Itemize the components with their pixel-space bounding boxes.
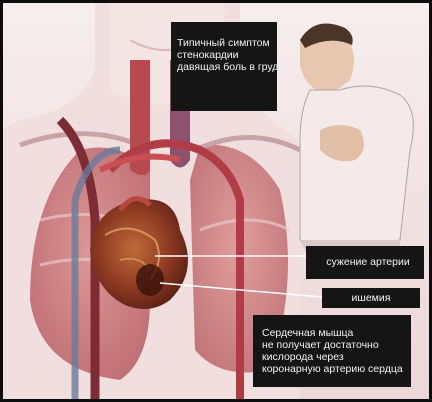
heart-muscle-label: Сердечная мышца не получает достаточно к… xyxy=(253,315,411,387)
symptom-line-3: давящая боль в груди xyxy=(177,61,277,73)
muscle-line-4: коронарную артерию сердца xyxy=(262,363,411,375)
symptom-line-2: стенокардии xyxy=(177,49,277,61)
artery-narrowing-text: сужение артерии xyxy=(312,256,424,268)
symptom-label: Типичный симптом стенокардии давящая бол… xyxy=(171,22,277,111)
muscle-line-3: кислорода через xyxy=(262,351,411,363)
muscle-line-1: Сердечная мышца xyxy=(262,327,411,339)
muscle-line-2: не получает достаточно xyxy=(262,339,411,351)
ischemic-area xyxy=(136,264,164,296)
artery-narrowing-label: сужение артерии xyxy=(306,246,424,279)
ischemia-label: ишемия xyxy=(322,288,420,308)
man-shirt xyxy=(300,86,413,245)
symptom-line-1: Типичный симптом xyxy=(177,37,277,49)
ischemia-text: ишемия xyxy=(322,292,420,304)
